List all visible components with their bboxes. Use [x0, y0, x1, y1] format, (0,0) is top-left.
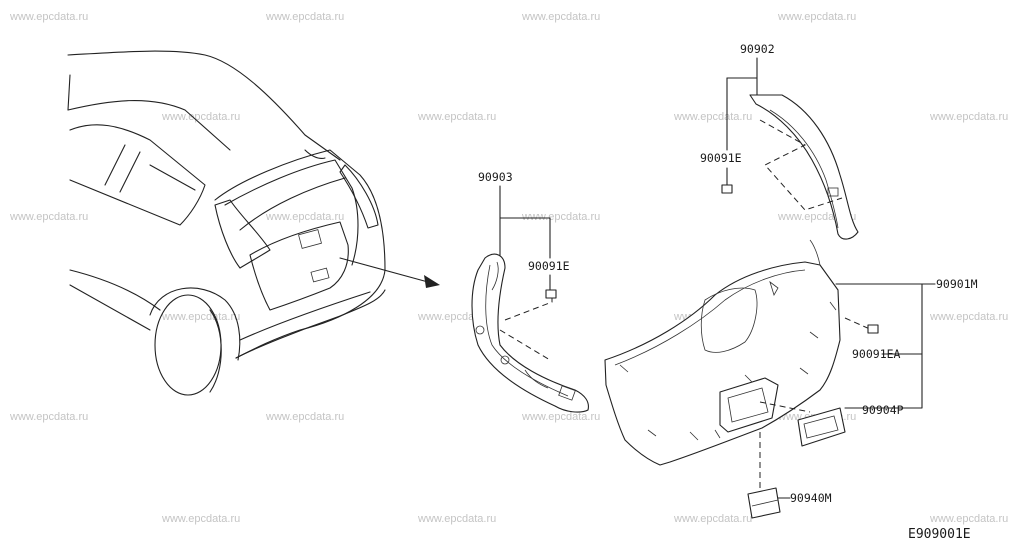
part-90903-side-trim [471, 253, 589, 413]
label-90901M: 90901M [936, 277, 978, 291]
part-90904P-handle [797, 407, 846, 447]
part-90902-side-trim [721, 94, 859, 240]
watermark-text: www.epcdata.ru [9, 411, 88, 423]
watermark-text: www.epcdata.ru [521, 11, 600, 23]
label-90903: 90903 [478, 170, 513, 184]
label-90902: 90902 [740, 42, 775, 56]
watermark-text: www.epcdata.ru [265, 11, 344, 23]
label-90091E-left: 90091E [528, 259, 570, 273]
watermark-layer: www.epcdata.ru www.epcdata.ru www.epcdata.… [9, 11, 1008, 525]
watermark-text: www.epcdata.ru [265, 411, 344, 423]
vehicle-rear-illustration [67, 50, 440, 396]
watermark-text: www.epcdata.ru [9, 11, 88, 23]
watermark-text: www.epcdata.ru [673, 111, 752, 123]
watermark-text: www.epcdata.ru [929, 111, 1008, 123]
part-90940M-clip [747, 487, 781, 519]
label-90091E-top: 90091E [700, 151, 742, 165]
watermark-text: www.epcdata.ru [929, 311, 1008, 323]
watermark-text: www.epcdata.ru [673, 513, 752, 525]
label-90091EA: 90091EA [852, 347, 901, 361]
watermark-text: www.epcdata.ru [9, 211, 88, 223]
watermark-text: www.epcdata.ru [417, 111, 496, 123]
watermark-text: www.epcdata.ru [265, 211, 344, 223]
label-90904P: 90904P [862, 403, 904, 417]
leader-lines [499, 57, 936, 499]
watermark-text: www.epcdata.ru [161, 311, 240, 323]
watermark-text: www.epcdata.ru [161, 513, 240, 525]
watermark-text: www.epcdata.ru [929, 513, 1008, 525]
watermark-text: www.epcdata.ru [521, 411, 600, 423]
diagram-code: E909001E [908, 527, 971, 542]
watermark-text: www.epcdata.ru [777, 11, 856, 23]
watermark-text: www.epcdata.ru [161, 111, 240, 123]
watermark-text: www.epcdata.ru [521, 211, 600, 223]
label-90940M: 90940M [790, 491, 832, 505]
watermark-text: www.epcdata.ru [417, 513, 496, 525]
part-90901M-back-door-finisher [604, 239, 879, 492]
